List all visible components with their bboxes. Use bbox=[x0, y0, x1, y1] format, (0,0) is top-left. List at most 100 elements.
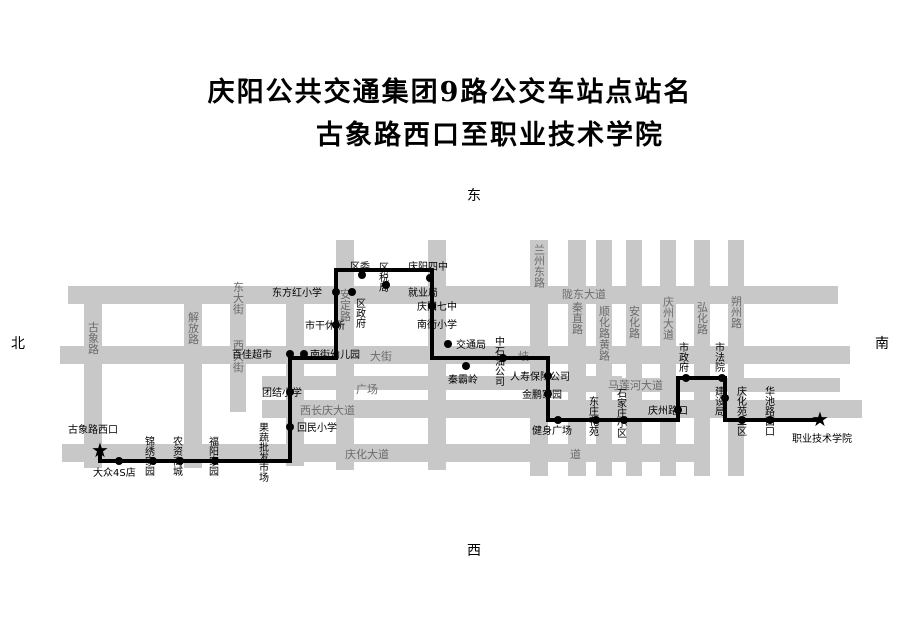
road-vertical bbox=[230, 290, 246, 412]
road-horizontal bbox=[540, 378, 840, 392]
road-label: 解放路 bbox=[187, 310, 200, 345]
road-label: 道 bbox=[570, 447, 581, 461]
stop-dot bbox=[286, 388, 294, 396]
stop-label: 东庄花苑 bbox=[587, 395, 599, 436]
stop-dot bbox=[674, 406, 682, 414]
stop-label: 建设局 bbox=[713, 385, 725, 417]
stop-dot bbox=[332, 288, 340, 296]
stop-label: 就业局 bbox=[408, 286, 438, 299]
stop-label: 庆化苑二区 bbox=[735, 385, 747, 436]
road-label: 朔州路 bbox=[730, 295, 743, 329]
road-label: 庆州大道 bbox=[662, 295, 675, 340]
road-label: 大街 bbox=[370, 349, 392, 363]
stop-label: 农资商城 bbox=[171, 435, 183, 477]
stop-dot bbox=[718, 374, 726, 382]
stop-label: 区政府 bbox=[354, 298, 366, 329]
road-vertical bbox=[694, 240, 710, 476]
road-vertical bbox=[568, 240, 586, 476]
road-label: 古象路 bbox=[87, 321, 100, 355]
road-label: 庆化大道 bbox=[345, 447, 389, 461]
road-vertical bbox=[184, 300, 202, 468]
stop-label: 东方红小学 bbox=[272, 286, 322, 299]
stop-dot bbox=[286, 350, 294, 358]
road-horizontal bbox=[262, 400, 862, 418]
map-title: 庆阳公共交通集团9路公交车站点站名 bbox=[207, 77, 693, 108]
road-label: 东大街 bbox=[232, 281, 245, 315]
stop-dot bbox=[721, 394, 729, 402]
stop-label: 百佳超市 bbox=[232, 348, 272, 361]
stop-dot bbox=[332, 321, 340, 329]
stop-label: 庆州路口 bbox=[648, 404, 688, 417]
stop-label: 古象路西口 bbox=[68, 423, 118, 436]
terminal-star-icon: ★ bbox=[91, 438, 109, 462]
stop-dot bbox=[382, 281, 390, 289]
stop-label: 回民小学 bbox=[297, 421, 337, 434]
road-label: 陇东大道 bbox=[562, 287, 606, 301]
stop-dot bbox=[592, 416, 600, 424]
road-label: 广场 bbox=[356, 382, 378, 396]
stop-label: 市政府 bbox=[677, 341, 689, 373]
stop-dot bbox=[544, 390, 552, 398]
stop-dot bbox=[176, 457, 184, 465]
stop-label: 中石油公司 bbox=[493, 335, 505, 386]
stop-label: 南街小学 bbox=[417, 318, 457, 331]
stop-dot bbox=[300, 350, 308, 358]
stop-dot bbox=[286, 423, 294, 431]
stop-dot bbox=[428, 302, 436, 310]
stop-label: 南街幼儿园 bbox=[310, 348, 360, 361]
stop-dot bbox=[620, 416, 628, 424]
stop-label: 职业技术学院 bbox=[792, 432, 852, 445]
direction-south: 南 bbox=[875, 336, 889, 352]
road-vertical bbox=[728, 240, 744, 476]
stop-label: 团结小学 bbox=[262, 386, 302, 399]
stop-dot bbox=[554, 416, 562, 424]
road-label: 秦直路 bbox=[571, 300, 584, 335]
stop-dot bbox=[149, 457, 157, 465]
road-label: 马莲河大道 bbox=[608, 378, 663, 392]
road-horizontal bbox=[68, 286, 838, 304]
stop-label: 秦霸岭 bbox=[448, 373, 478, 386]
road-label: 西大街 bbox=[232, 340, 245, 374]
stop-label: 果蔬批发市场 bbox=[257, 422, 269, 483]
stop-dot bbox=[682, 374, 690, 382]
stop-markers bbox=[115, 271, 774, 465]
terminal-star-icon: ★ bbox=[811, 407, 829, 431]
stop-label: 石家庄小区 bbox=[615, 388, 627, 438]
map-subtitle: 古象路西口至职业技术学院 bbox=[316, 120, 664, 151]
stop-label: 庆阳四中 bbox=[408, 260, 448, 273]
stop-dot bbox=[462, 362, 470, 370]
stop-label: 人寿保险公司 bbox=[510, 370, 570, 383]
road-vertical bbox=[336, 240, 354, 470]
road-vertical bbox=[596, 240, 612, 476]
road-label: 顺化路 bbox=[598, 305, 611, 339]
road-label: 安化路 bbox=[628, 304, 641, 339]
stop-label: 区委 bbox=[350, 260, 370, 273]
stop-label: 大众4S店 bbox=[93, 466, 136, 479]
road-vertical bbox=[660, 240, 676, 476]
stop-label: 庆阳七中 bbox=[417, 300, 457, 313]
stop-label: 市干休所 bbox=[305, 319, 345, 332]
stop-label: 区税局 bbox=[377, 262, 389, 293]
stop-label: 金鹏家园 bbox=[522, 388, 562, 401]
road-label: 弘化路 bbox=[696, 301, 709, 335]
road-label: 黄路 bbox=[598, 338, 611, 362]
road-horizontal bbox=[60, 346, 850, 364]
stop-label: 健身广场 bbox=[532, 424, 572, 437]
stop-dot bbox=[738, 416, 746, 424]
direction-west: 西 bbox=[467, 543, 481, 559]
stop-dot bbox=[444, 340, 452, 348]
road-vertical bbox=[84, 300, 102, 468]
stop-dot bbox=[426, 274, 434, 282]
stop-label: 华池路西口 bbox=[763, 385, 775, 436]
stop-label: 福阳家园 bbox=[207, 435, 219, 477]
road-label: 兰州东路 bbox=[533, 244, 546, 289]
stop-label: 交通局 bbox=[456, 338, 486, 351]
direction-north: 北 bbox=[11, 336, 25, 352]
stop-dot bbox=[358, 271, 366, 279]
stop-label: 市法院 bbox=[713, 341, 725, 373]
stop-dot bbox=[499, 354, 507, 362]
stop-dot bbox=[766, 416, 774, 424]
road-network bbox=[60, 240, 862, 476]
stop-dot bbox=[211, 457, 219, 465]
